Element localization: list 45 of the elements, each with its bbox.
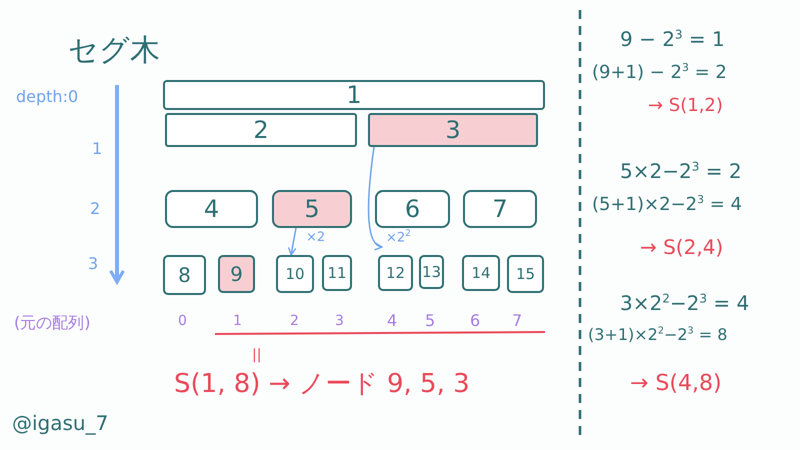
equation-text: (5+1)×2−2$^{3}$ = 4 [592, 194, 742, 215]
diagram-title: セグ木 [68, 32, 160, 70]
label-text: || [252, 348, 262, 364]
tree-node-box: 6 [375, 190, 450, 228]
equation-text: (9+1) − 2$^{3}$ = 2 [592, 62, 727, 83]
arrow [368, 146, 383, 250]
tree-node-box: 13 [419, 255, 444, 289]
edge-label: ×2$^{2}$ [386, 229, 411, 246]
equation-text: 5×2−2$^{3}$ = 2 [620, 160, 742, 182]
label-text: S(1, 8) → ノード 9, 5, 3 [174, 370, 470, 399]
tree-node-box: 8 [163, 255, 206, 295]
tree-node-box: 10 [276, 255, 314, 293]
equation-text: → S(1,2) [648, 96, 723, 116]
label-text: 2 [290, 314, 299, 330]
label-text: depth:0 [16, 88, 78, 106]
author-handle: @igasu_7 [12, 412, 108, 434]
label-text: 6 [470, 312, 480, 330]
label-text: 1 [233, 314, 242, 330]
tree-node-box: 1 [163, 80, 545, 110]
label-text: 5 [425, 312, 436, 330]
tree-node-box: 14 [462, 255, 500, 291]
equation-text: → S(2,4) [640, 236, 724, 258]
label-text: 3 [335, 314, 344, 330]
label-text: 0 [178, 314, 187, 330]
arrow [288, 228, 297, 256]
label-text: 4 [387, 312, 398, 330]
label-text: 2 [90, 200, 100, 218]
tree-node-box: 12 [378, 255, 413, 291]
equation-text: (3+1)×2$^{2}$−2$^{3}$ = 8 [588, 326, 728, 344]
tree-node-box: 3 [368, 113, 538, 147]
label-text: (元の配列) [14, 314, 90, 332]
tree-node-box: 11 [322, 255, 352, 291]
label-text: 1 [92, 140, 102, 158]
tree-node-box: 9 [218, 255, 255, 293]
tree-node-box: 5 [272, 190, 352, 228]
tree-node-box: 2 [165, 113, 357, 147]
tree-node-box: 15 [507, 255, 544, 293]
edge-label: ×2 [306, 230, 326, 245]
equation-text: 9 − 2$^{3}$ = 1 [620, 28, 725, 50]
label-text: 3 [88, 255, 98, 273]
label-text: 7 [512, 312, 522, 330]
tree-node-box: 7 [463, 190, 537, 228]
equation-text: 3×2$^{2}$−2$^{3}$ = 4 [620, 292, 750, 314]
tree-node-box: 4 [165, 190, 258, 228]
equation-text: → S(4,8) [630, 372, 722, 396]
